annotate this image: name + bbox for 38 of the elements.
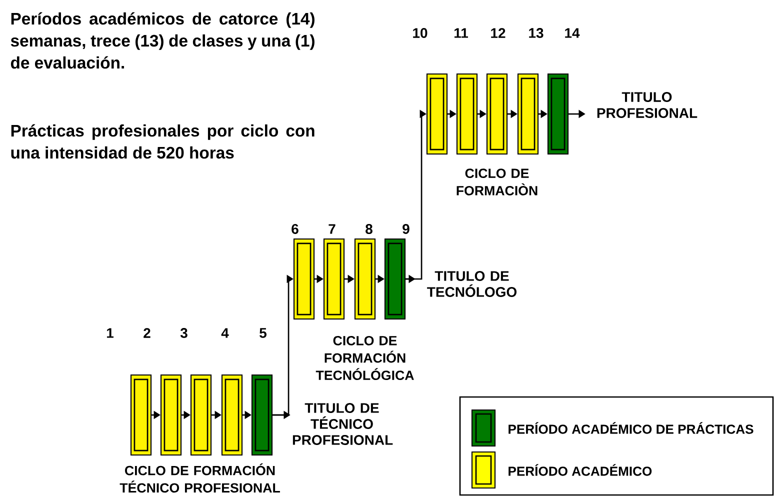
period-box bbox=[426, 73, 448, 155]
cycle-caption: CICLO DE FORMACIÓN TÉCNICO PROFESIONAL bbox=[120, 463, 280, 493]
period-number: 3 bbox=[180, 328, 188, 338]
cycle-caption: CICLO DE FORMACIÓN TECNÓLÓGICA bbox=[316, 336, 414, 380]
period-box bbox=[251, 374, 273, 456]
degree-title: TITULO DE TÉCNICO PROFESIONAL bbox=[292, 403, 393, 445]
period-box bbox=[486, 73, 508, 155]
note-text: Prácticas profesionales por ciclo con una intensidad de 520 horas bbox=[11, 124, 314, 159]
cycle-caption: CICLO DE FORMACIÒN bbox=[456, 168, 538, 196]
period-number: 8 bbox=[366, 224, 372, 234]
period-number: 6 bbox=[292, 224, 298, 234]
period-number: 1 bbox=[107, 328, 114, 338]
period-box bbox=[354, 238, 376, 320]
legend-label: PERÍODO ACADÉMICO bbox=[508, 464, 652, 476]
legend-label: PERÍODO ACADÉMICO DE PRÁCTICAS bbox=[508, 422, 754, 434]
period-number: 4 bbox=[221, 328, 229, 338]
period-number: 10 bbox=[413, 28, 428, 38]
period-box bbox=[160, 374, 182, 456]
note-text: Períodos académicos de catorce (14) semanas, trece (13) de clases y una (1) de evaluación. bbox=[10, 12, 314, 69]
period-number: 12 bbox=[491, 28, 506, 38]
period-number: 5 bbox=[260, 328, 266, 338]
period-box bbox=[190, 374, 212, 456]
period-box bbox=[130, 374, 152, 456]
period-box bbox=[384, 238, 406, 320]
period-number: 13 bbox=[529, 28, 544, 38]
degree-title: TITULO DE TECNÓLOGO bbox=[427, 271, 517, 297]
period-box bbox=[517, 73, 539, 155]
degree-title: TITULO PROFESIONAL bbox=[597, 92, 698, 118]
period-box bbox=[547, 73, 569, 155]
period-number: 9 bbox=[402, 224, 410, 234]
period-number: 14 bbox=[565, 28, 580, 38]
period-box bbox=[323, 238, 345, 320]
period-box bbox=[221, 374, 243, 456]
period-number: 2 bbox=[144, 328, 150, 338]
period-box bbox=[293, 238, 315, 320]
period-number: 11 bbox=[454, 28, 468, 38]
period-box bbox=[456, 73, 478, 155]
period-number: 7 bbox=[328, 224, 336, 234]
